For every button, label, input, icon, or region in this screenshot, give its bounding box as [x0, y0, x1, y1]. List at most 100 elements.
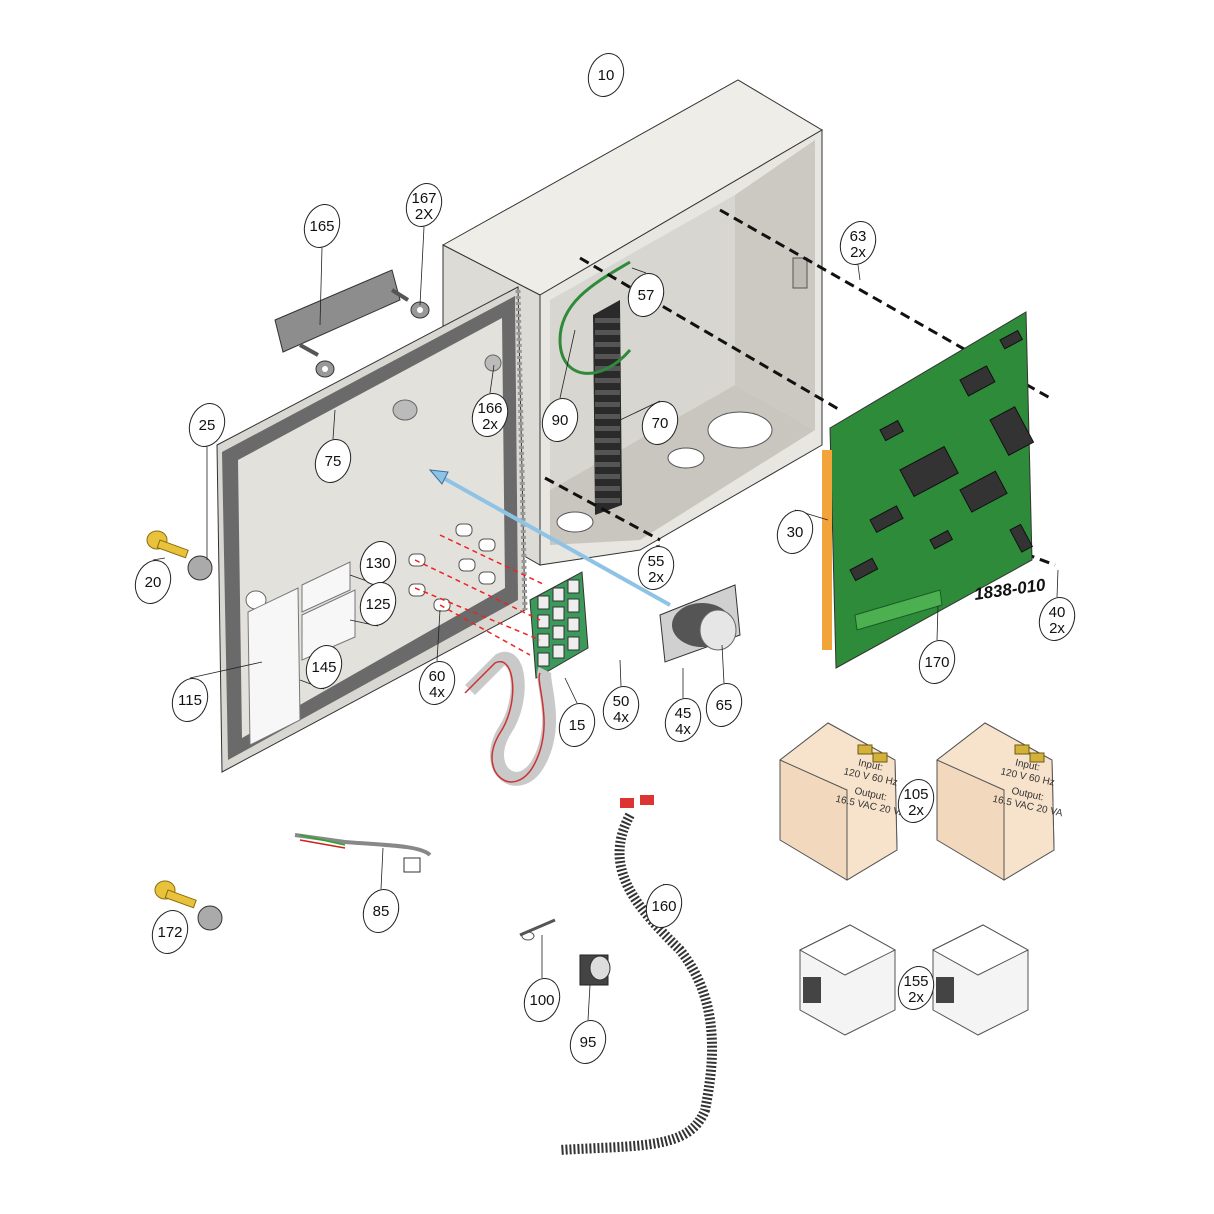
callout-quantity: 2x	[482, 416, 498, 433]
circuit-board: 1838-010	[822, 311, 1047, 669]
jack-part	[579, 954, 611, 986]
leader-line	[419, 226, 425, 306]
callout-172: 172	[151, 910, 189, 954]
leader-line	[319, 247, 323, 326]
callout-57: 57	[627, 267, 665, 317]
door-label-main	[247, 587, 301, 746]
coiled-cord	[559, 812, 717, 1155]
callout-75: 75	[314, 409, 352, 483]
leader-line	[380, 847, 384, 890]
callout-number: 55	[648, 553, 665, 570]
leader-line	[619, 659, 622, 687]
callout-number: 30	[787, 524, 804, 541]
leader-line	[721, 644, 725, 684]
door-label-130	[301, 561, 351, 613]
callout-number: 85	[373, 903, 390, 920]
assembly-arrow	[437, 473, 671, 607]
callout-number: 167	[411, 190, 436, 207]
leader-line	[564, 677, 578, 704]
callout-quantity: 2x	[908, 802, 924, 819]
leader-line	[152, 557, 166, 561]
leader-line	[631, 267, 647, 274]
leader-line	[655, 544, 661, 547]
callout-number: 130	[365, 555, 390, 572]
callout-number: 57	[638, 287, 655, 304]
callout-quantity: 4x	[675, 721, 691, 738]
callout-115: 115	[171, 661, 263, 722]
callout-65: 65	[705, 644, 743, 727]
callout-10: 10	[587, 53, 625, 97]
callout-number: 100	[529, 992, 554, 1009]
callout-130: 130	[349, 541, 397, 586]
callout-number: 60	[429, 668, 446, 685]
leader-line	[559, 329, 576, 399]
leader-line	[936, 605, 939, 641]
cover-plate	[274, 269, 430, 378]
callout-quantity: 2X	[415, 206, 433, 223]
callout-95: 95	[569, 984, 607, 1064]
callout-number: 15	[569, 717, 586, 734]
leader-line	[489, 364, 495, 394]
callout-quantity: 2x	[648, 569, 664, 586]
transformer-input-label: Input:	[857, 758, 884, 774]
callout-number: 50	[613, 693, 630, 710]
key-lock-172	[154, 880, 223, 931]
callout-number: 170	[924, 654, 949, 671]
callout-number: 45	[675, 705, 692, 722]
callout-number: 165	[309, 218, 334, 235]
callout-number: 172	[157, 924, 182, 941]
callout-quantity: 2x	[850, 244, 866, 261]
ground-wire	[558, 260, 632, 375]
callout-number: 125	[365, 596, 390, 613]
callout-160: 160	[645, 883, 683, 928]
callout-100: 100	[523, 935, 561, 1022]
ribbon-cable	[465, 651, 557, 786]
callout-number: 40	[1049, 604, 1066, 621]
callout-number: 70	[652, 415, 669, 432]
keypad	[529, 571, 589, 679]
callout-90: 90	[541, 329, 579, 442]
callout-number: 75	[325, 453, 342, 470]
callout-number: 10	[598, 67, 615, 84]
ferrite-core-2	[931, 924, 1030, 1036]
clip-part	[519, 918, 556, 941]
speaker	[659, 584, 741, 663]
callout-125: 125	[349, 582, 397, 627]
callout-number: 166	[477, 400, 502, 417]
transformer-input-label: Input:	[1014, 758, 1041, 774]
leader-line	[857, 264, 861, 281]
callout-30: 30	[776, 509, 829, 554]
callout-quantity: 4x	[613, 709, 629, 726]
callout-number: 105	[903, 786, 928, 803]
mount-line-low	[544, 476, 661, 542]
terminal-block	[593, 300, 622, 515]
leader-line	[436, 609, 441, 662]
callout-number: 65	[716, 697, 733, 714]
ferrite-core-1	[798, 924, 897, 1036]
wire-harness	[294, 833, 432, 873]
mount-line-mid	[579, 256, 841, 412]
leader-line	[587, 984, 591, 1021]
callout-number: 145	[311, 659, 336, 676]
callout-number: 115	[178, 692, 202, 709]
callout-number: 95	[580, 1034, 597, 1051]
callout-145: 145	[299, 645, 343, 690]
callout-number: 155	[903, 973, 928, 990]
leader-line	[1056, 569, 1059, 598]
callout-number: 25	[199, 417, 216, 434]
callout-20: 20	[134, 557, 172, 604]
callout-quantity: 2x	[908, 989, 924, 1006]
key-lock-20	[146, 530, 213, 581]
